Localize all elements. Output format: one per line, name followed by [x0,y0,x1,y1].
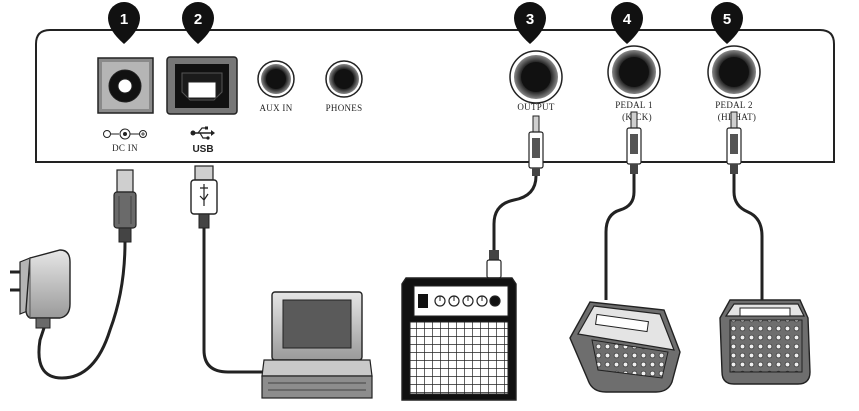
phones-label: PHONES [326,103,363,113]
output-plug [528,115,544,176]
pedal2-label: PEDAL 2 [715,100,753,110]
pedal2-cable [732,174,764,304]
output-cable [492,175,538,250]
badge-2: 2 [182,2,214,44]
badge-5: 5 [711,2,743,44]
badge-1-number: 1 [120,11,128,28]
dc-in-jack[interactable] [97,57,154,114]
badge-3-number: 3 [526,11,534,28]
computer-icon [261,291,373,399]
badge-5-number: 5 [723,11,731,28]
usb-label: USB [192,144,213,155]
usb-port[interactable] [166,56,238,115]
pedal1-cable [604,174,636,300]
pedal2-jack[interactable] [707,45,761,99]
badge-4-number: 4 [623,11,632,28]
output-label: OUTPUT [517,102,555,112]
pedal1-label: PEDAL 1 [615,100,653,110]
dc-in-label: DC IN [112,143,138,153]
rear-panel [35,29,835,163]
pedal2-plug [726,111,742,174]
aux-in-label: AUX IN [259,103,292,113]
phones-jack[interactable] [325,60,363,98]
pedal1-jack[interactable] [607,45,661,99]
dc-cable [37,241,127,380]
amplifier-icon [401,277,517,401]
output-jack[interactable] [509,50,563,104]
hihat-pedal-icon [719,299,811,385]
usb-cable [202,228,272,374]
usb-symbol-icon [190,126,215,140]
badge-3: 3 [514,2,546,44]
badge-2-number: 2 [194,11,202,28]
kick-pedal-icon [569,301,681,393]
aux-in-jack[interactable] [257,60,295,98]
pedal1-plug [626,111,642,174]
dc-polarity-icon [103,128,147,140]
badge-1: 1 [108,2,140,44]
dc-plug [113,169,137,243]
badge-4: 4 [611,2,643,44]
power-adapter-icon [10,249,71,329]
usb-plug [190,165,218,229]
